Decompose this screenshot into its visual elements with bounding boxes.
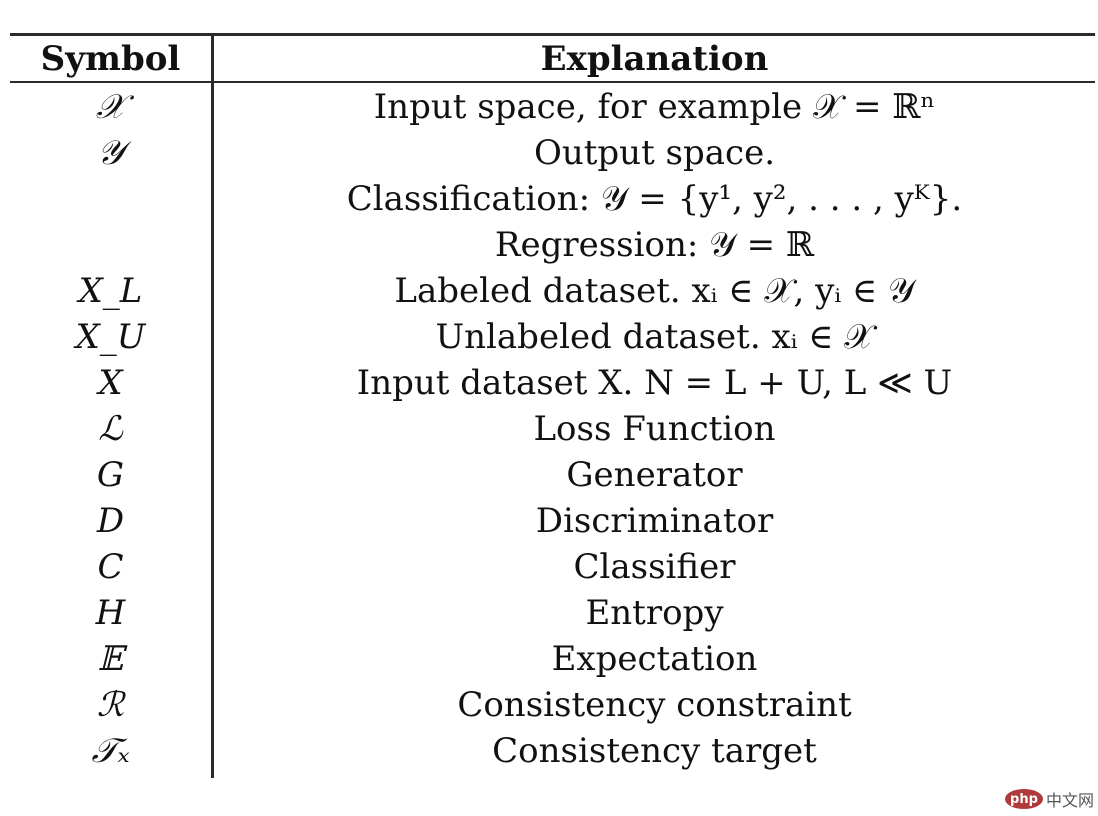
explanation-cell: Input space, for example 𝒳 = ℝⁿ <box>373 87 936 127</box>
column-divider <box>211 36 214 778</box>
table-row: X_U Unlabeled dataset. xᵢ ∈ 𝒳 <box>10 314 1095 360</box>
symbol-cell: X <box>98 363 123 403</box>
table-row: G Generator <box>10 452 1095 498</box>
explanation-cell: Entropy <box>585 593 724 633</box>
explanation-cell: Consistency constraint <box>457 685 852 725</box>
table-top-rule <box>10 33 1095 36</box>
table-row: 𝒴 Output space. <box>10 130 1095 176</box>
explanation-cell: Regression: 𝒴 = ℝ <box>494 225 815 265</box>
site-watermark: php 中文网 <box>1004 788 1094 810</box>
column-header-explanation: Explanation <box>540 38 769 79</box>
symbol-cell: ℛ <box>96 685 125 725</box>
table-row: C Classifier <box>10 544 1095 590</box>
table-row: X_L Labeled dataset. xᵢ ∈ 𝒳, yᵢ ∈ 𝒴 <box>10 268 1095 314</box>
column-header-symbol: Symbol <box>40 38 181 79</box>
explanation-cell: Unlabeled dataset. xᵢ ∈ 𝒳 <box>435 317 874 357</box>
php-logo-icon: php <box>1004 789 1043 809</box>
symbol-cell: 𝔼 <box>97 639 124 679</box>
table-row: Classification: 𝒴 = {y¹, y², . . . , yᴷ}… <box>10 176 1095 222</box>
symbol-cell: H <box>95 593 126 633</box>
explanation-cell: Labeled dataset. xᵢ ∈ 𝒳, yᵢ ∈ 𝒴 <box>394 271 915 311</box>
explanation-cell: Classifier <box>573 547 736 587</box>
table-row: H Entropy <box>10 590 1095 636</box>
explanation-cell: Discriminator <box>535 501 774 541</box>
symbol-cell: X_U <box>75 317 146 357</box>
symbol-table: Symbol Explanation 𝒳 Input space, for ex… <box>10 33 1095 778</box>
table-row: Regression: 𝒴 = ℝ <box>10 222 1095 268</box>
symbol-cell <box>10 222 211 268</box>
symbol-cell: 𝒯ₓ <box>91 731 130 771</box>
table-row: X Input dataset X. N = L + U, L ≪ U <box>10 360 1095 406</box>
symbol-cell: D <box>96 501 125 541</box>
explanation-cell: Input dataset X. N = L + U, L ≪ U <box>356 363 953 403</box>
symbol-cell: C <box>97 547 124 587</box>
symbol-cell: 𝒴 <box>97 133 124 173</box>
table-row: 𝒯ₓ Consistency target <box>10 728 1095 774</box>
table-row: 𝔼 Expectation <box>10 636 1095 682</box>
explanation-cell: Output space. <box>533 133 776 173</box>
explanation-cell: Expectation <box>551 639 758 679</box>
explanation-cell: Classification: 𝒴 = {y¹, y², . . . , yᴷ}… <box>346 179 963 219</box>
table-row: 𝒳 Input space, for example 𝒳 = ℝⁿ <box>10 84 1095 130</box>
symbol-cell <box>10 176 211 222</box>
header-rule <box>10 81 1095 83</box>
watermark-text: 中文网 <box>1045 791 1094 810</box>
table-row: D Discriminator <box>10 498 1095 544</box>
symbol-cell: 𝒳 <box>95 87 126 127</box>
symbol-cell: X_L <box>78 271 143 311</box>
explanation-cell: Loss Function <box>533 409 776 449</box>
table-body: 𝒳 Input space, for example 𝒳 = ℝⁿ 𝒴 Outp… <box>10 84 1095 774</box>
symbol-cell: ℒ <box>98 409 123 449</box>
explanation-cell: Generator <box>566 455 743 495</box>
symbol-cell: G <box>96 455 125 495</box>
explanation-cell: Consistency target <box>492 731 817 771</box>
table-row: ℒ Loss Function <box>10 406 1095 452</box>
table-row: ℛ Consistency constraint <box>10 682 1095 728</box>
